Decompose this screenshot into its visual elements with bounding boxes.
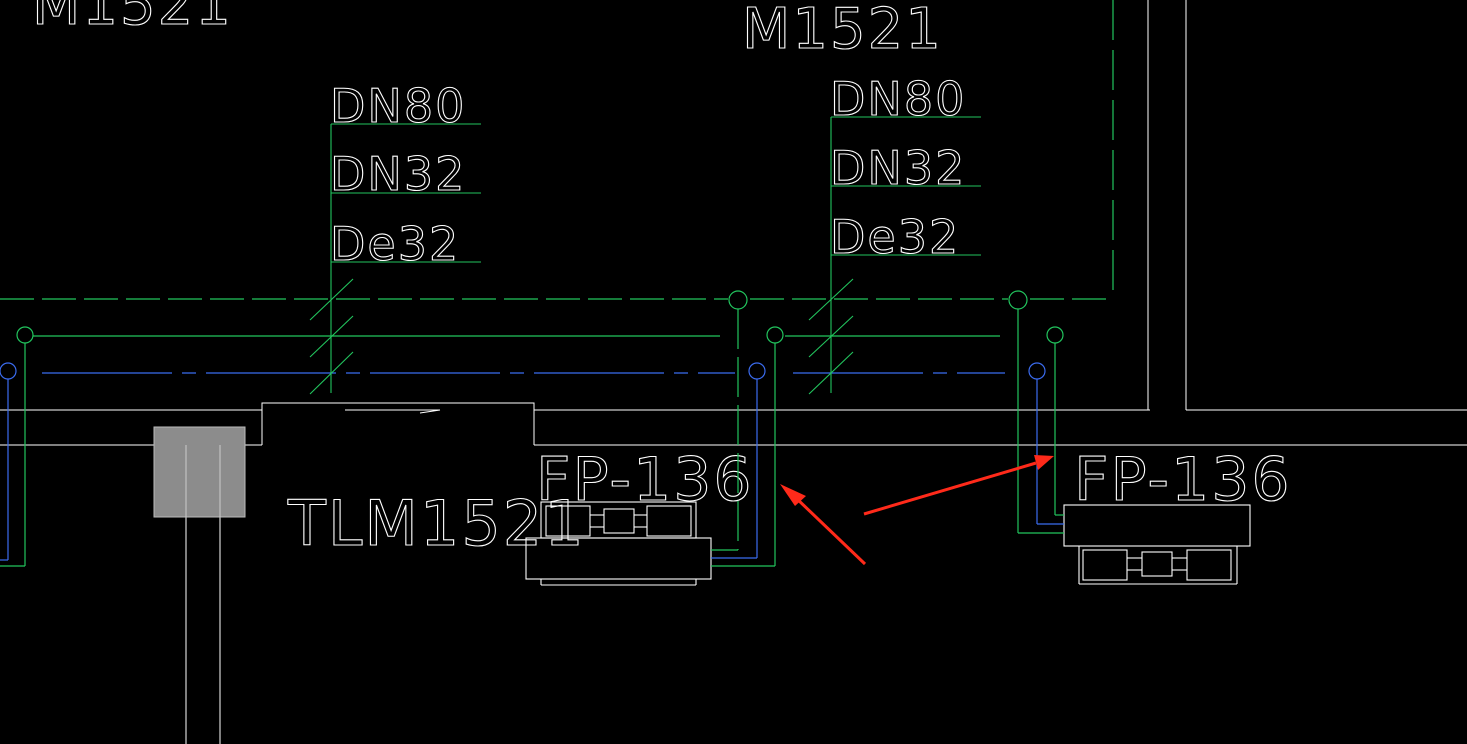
door-label-top-mid: M1521: [742, 0, 943, 62]
unit-label-right: FP-136: [1074, 445, 1292, 515]
pipe-tag-left-de32: De32: [330, 217, 460, 271]
fan-coil-unit-left[interactable]: [525, 501, 712, 586]
red-annotation-arrow-right: [863, 455, 1054, 516]
label-leader-left: [309, 123, 481, 395]
unit-right-connections: [1017, 309, 1064, 534]
pipe-tag-left-dn80: DN80: [330, 79, 466, 133]
riser-blue-1: [0, 362, 17, 380]
door-label-top-left: M1521: [32, 0, 233, 38]
pipe-tag-right-dn80: DN80: [830, 72, 966, 126]
pipe-tag-left-dn32: DN32: [330, 147, 466, 201]
label-leader-right: [808, 116, 981, 395]
unit-left-connections: [711, 309, 776, 567]
riser-blue-2: [748, 362, 766, 380]
red-annotation-arrow-left: [780, 484, 867, 566]
green-dashed-main: [0, 0, 1114, 300]
riser-green-dashed-1: [728, 290, 748, 310]
unit-label-left: FP-136: [536, 445, 754, 515]
pipe-tags-right: DN80 DN32 De32: [829, 71, 966, 264]
structural-column: [153, 426, 246, 518]
riser-green-dashed-2: [1008, 290, 1028, 310]
riser-blue-3: [1028, 362, 1046, 380]
pipe-tag-right-dn32: DN32: [830, 141, 966, 195]
pipe-tag-right-de32: De32: [830, 210, 960, 264]
fan-coil-unit-right[interactable]: [1063, 504, 1251, 585]
riser-green-1: [16, 326, 34, 344]
riser-green-3: [1046, 326, 1064, 344]
door-label-bottom: TLM1521: [287, 487, 586, 560]
riser-markers: [0, 290, 1064, 380]
riser-green-2: [766, 326, 784, 344]
pipe-tags-left: DN80 DN32 De32: [329, 78, 466, 271]
left-edge-drops: [0, 343, 26, 567]
